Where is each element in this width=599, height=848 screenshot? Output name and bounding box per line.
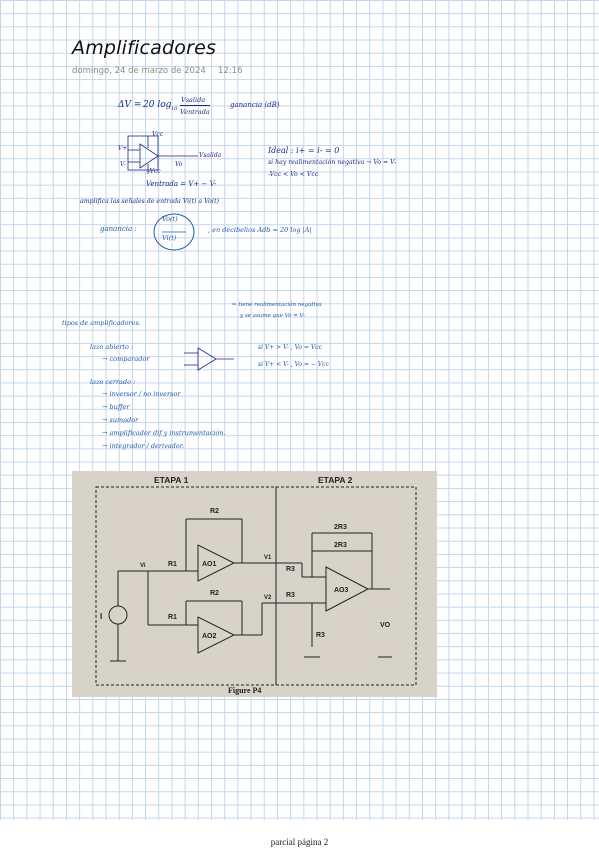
gain-label: ganancia : — [100, 225, 137, 233]
gain-numerator: Vo(t) — [162, 215, 178, 223]
stage2-label: ETAPA 2 — [318, 475, 353, 485]
r1-label: R1 — [168, 561, 177, 568]
2r3-label: 2R3 — [334, 524, 347, 531]
stage1-label: ETAPA 1 — [154, 475, 189, 485]
comparator-sketch — [184, 347, 234, 371]
opamp-sketch — [127, 135, 198, 174]
opamp-vplus: V+ — [118, 145, 128, 152]
ao1-label: AO1 — [202, 561, 217, 568]
page-title: Amplificadores — [72, 37, 217, 59]
2r3b-label: 2R3 — [334, 542, 347, 549]
opamp-vsalida: Vsalida — [199, 152, 222, 159]
comparator-condition-1: si V+ > V- , Vo = Vcc — [258, 344, 322, 351]
amplifies-line: amplifica las señales de entrada Vi(t) a… — [80, 198, 220, 205]
closed-item: → buffer — [102, 403, 130, 411]
opamp-vo: Vo — [175, 161, 183, 168]
closed-item: → sumador — [102, 416, 139, 424]
gain-denominator: Vi(t) — [162, 234, 177, 242]
r3a-label: R3 — [286, 566, 295, 573]
fraction-bar — [180, 105, 210, 106]
r2-label: R2 — [210, 508, 219, 515]
decibel-line: , en decibelios Adb = 20 log |A| — [208, 226, 312, 234]
comparator-label: → comparador — [102, 355, 150, 363]
v2-label: V2 — [264, 595, 272, 601]
page-date: domingo, 24 de marzo de 2024 — [72, 66, 206, 76]
ao3-label: AO3 — [334, 587, 349, 594]
circuit-diagram: ETAPA 1 ETAPA 2 Figure P4 I Vi R1 R2 R1 … — [95, 475, 417, 695]
feedback-line: si hay realimentación negativa → Vo = V- — [268, 159, 397, 166]
page-time: 12:16 — [218, 66, 243, 76]
opamp-vminus: V- — [120, 161, 126, 168]
gain-formula-lhs: ΔV = — [118, 100, 142, 110]
r1b-label: R1 — [168, 614, 177, 621]
closed-item: → amplificador dif y instrumentación. — [102, 429, 226, 437]
source-label: I — [100, 612, 102, 621]
page-footer: parcial página 2 — [270, 837, 329, 847]
ideal-line: Ideal : i+ = i- = 0 — [268, 146, 340, 155]
ao2-label: AO2 — [202, 633, 217, 640]
notebook-grid — [0, 0, 599, 820]
gain-formula-coef: 20 log — [143, 100, 172, 110]
types-note-1: ⇒ tiene realimentación negativa — [232, 302, 322, 308]
closed-loop-label: lazo cerrado : — [90, 378, 136, 386]
ventrada-equation: Ventrada = V+ − V- — [146, 180, 217, 188]
gain-formula-sub: 10 — [171, 106, 178, 112]
comparator-condition-2: si V+ < V- , Vo = − Vcc — [258, 361, 329, 368]
closed-item: → integrador / derivador. — [102, 442, 185, 450]
gain-formula-den: Ventrada — [180, 108, 210, 116]
node-vi: Vi — [140, 563, 146, 569]
types-note-2: y se asume que Vo = V- — [240, 313, 305, 319]
types-title: tipos de amplificadores. — [62, 319, 141, 327]
r2b-label: R2 — [210, 590, 219, 597]
circuit-photo: ETAPA 1 ETAPA 2 Figure P4 I Vi R1 R2 R1 … — [72, 471, 437, 697]
r3c-label: R3 — [316, 632, 325, 639]
opamp-minus-vcc: -Vcc — [148, 168, 161, 175]
closed-item: → inversor / no inversor — [102, 390, 181, 398]
gain-formula-num: Vsalida — [181, 96, 206, 104]
range-line: -Vcc < Vo < Vcc — [268, 171, 319, 178]
vo-label: VO — [380, 622, 391, 629]
gain-formula-label: ganancia (dB) — [230, 101, 280, 109]
open-loop-label: lazo abierto : — [90, 343, 134, 351]
v1-label: V1 — [264, 555, 272, 561]
figure-caption: Figure P4 — [228, 686, 261, 695]
r3b-label: R3 — [286, 592, 295, 599]
opamp-vcc: Vcc — [152, 131, 164, 138]
gain-circle — [153, 213, 195, 251]
